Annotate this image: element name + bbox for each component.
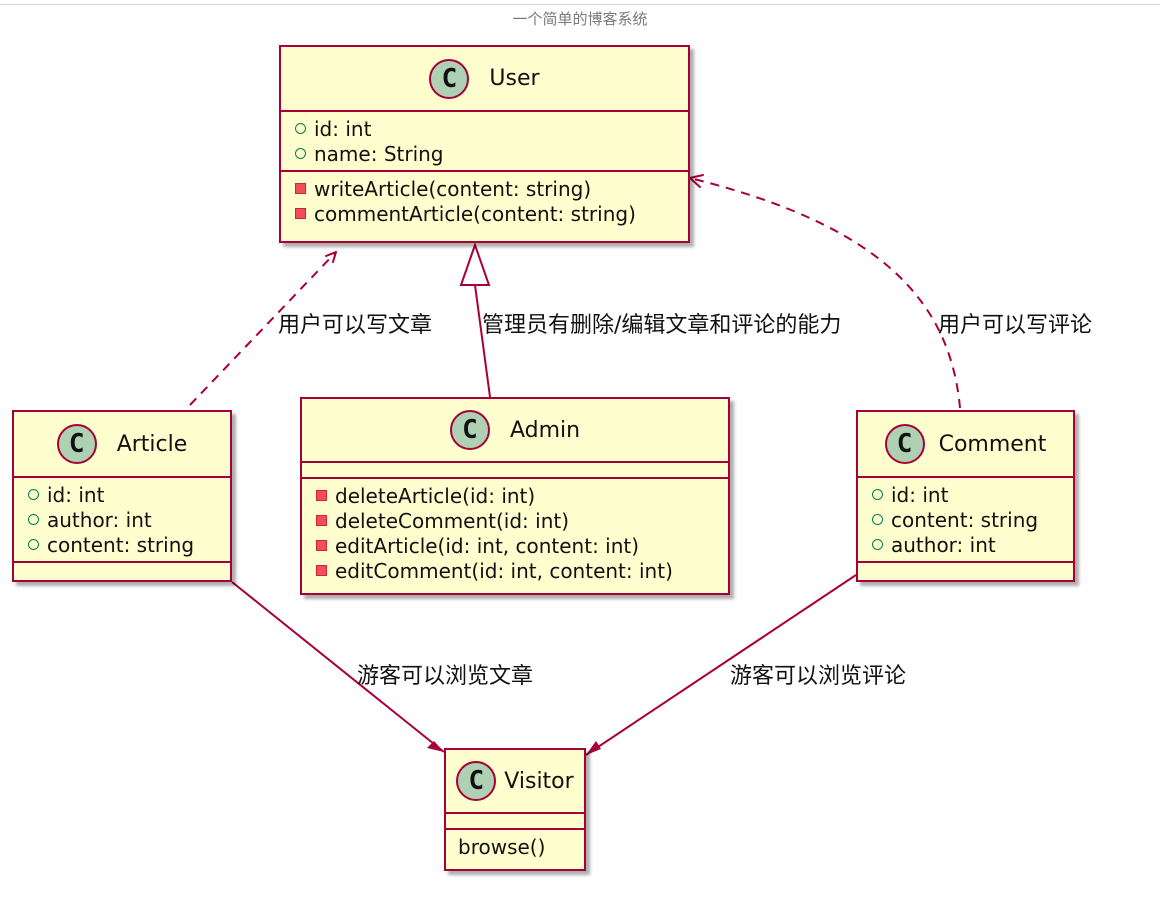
class-article: C Article id: int author: int content: s… [12,410,232,582]
public-marker-icon [295,148,306,159]
class-user-methods: writeArticle(content: string) commentArt… [281,172,688,230]
comment-user-arrowhead [689,174,704,188]
class-visitor-header: C Visitor [446,750,584,814]
method: deleteComment(id: int) [335,508,570,533]
class-article-methods [14,563,230,577]
class-comment: C Comment id: int content: string author… [856,410,1075,582]
comment-visitor-arrowhead [586,741,601,755]
public-marker-icon [295,123,306,134]
comment-user-dependency [689,177,961,409]
private-marker-icon [316,515,327,526]
attribute: id: int [891,482,949,507]
relation-label-article-user: 用户可以写文章 [278,313,433,338]
class-visitor-attributes [446,814,584,830]
attribute: id: int [47,482,105,507]
class-comment-header: C Comment [858,412,1073,478]
class-admin-attributes [302,463,728,479]
relation-label-comment-user: 用户可以写评论 [938,313,1093,338]
attribute: id: int [314,116,372,141]
public-marker-icon [28,514,39,525]
class-badge-icon: C [429,58,470,99]
article-visitor-arrowhead [427,741,444,752]
class-visitor: C Visitor browse() [444,748,586,871]
comment-visitor-association [585,574,857,756]
relation-label-comment-visitor: 游客可以浏览评论 [730,664,907,689]
class-badge-icon: C [449,410,490,450]
private-marker-icon [316,490,327,501]
article-visitor-association [231,581,445,753]
class-badge-icon: C [56,424,97,464]
method: commentArticle(content: string) [314,201,636,226]
private-marker-icon [295,183,306,194]
method: browse() [458,834,546,859]
class-comment-methods [858,563,1073,577]
public-marker-icon [28,539,39,550]
class-user-header: C User [281,47,688,112]
public-marker-icon [872,514,883,525]
attribute: content: string [891,507,1039,532]
class-visitor-methods: browse() [446,830,584,863]
class-admin-header: C Admin [302,399,728,463]
class-user-attributes: id: int name: String [281,112,688,172]
class-visitor-name: Visitor [504,768,574,794]
admin-user-generalization [474,284,491,398]
class-user: C User id: int name: String writeArticle… [279,45,690,243]
article-user-arrowhead [325,251,337,263]
class-admin-name: Admin [509,417,581,443]
class-article-attributes: id: int author: int content: string [14,478,230,563]
private-marker-icon [316,540,327,551]
diagram-title: 一个简单的博客系统 [512,10,648,28]
method: writeArticle(content: string) [314,176,592,201]
article-user-dependency [189,251,337,406]
method: editComment(id: int, content: int) [335,558,673,583]
inheritance-triangle [459,241,491,286]
top-divider [0,4,1160,5]
class-article-header: C Article [14,412,230,478]
class-comment-name: Comment [938,431,1047,457]
class-comment-attributes: id: int content: string author: int [858,478,1073,563]
attribute: name: String [314,141,444,166]
relation-label-article-visitor: 游客可以浏览文章 [357,664,534,689]
private-marker-icon [295,208,306,219]
class-user-name: User [489,66,540,91]
attribute: author: int [47,507,152,532]
class-admin-methods: deleteArticle(id: int) deleteComment(id:… [302,479,728,587]
class-badge-icon: C [456,761,497,801]
attribute: author: int [891,532,996,557]
attribute: content: string [47,532,195,557]
class-article-name: Article [116,431,188,457]
class-admin: C Admin deleteArticle(id: int) deleteCom… [300,397,730,595]
public-marker-icon [28,489,39,500]
method: deleteArticle(id: int) [335,483,536,508]
private-marker-icon [316,565,327,576]
relation-label-admin-user: 管理员有删除/编辑文章和评论的能力 [482,313,842,338]
class-badge-icon: C [884,424,925,464]
method: editArticle(id: int, content: int) [335,533,640,558]
public-marker-icon [872,489,883,500]
public-marker-icon [872,539,883,550]
